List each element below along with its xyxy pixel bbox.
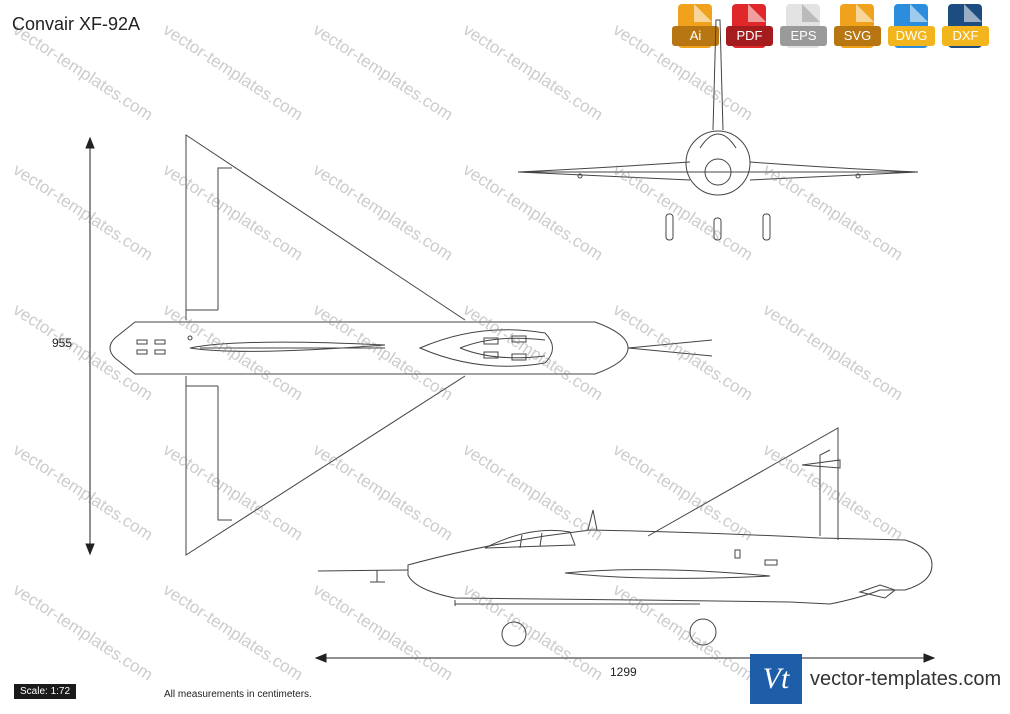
pdf-file-icon[interactable]: PDF [726, 4, 773, 54]
scale-badge: Scale: 1:72 [14, 684, 77, 699]
svg-file-icon[interactable]: SVG [834, 4, 881, 54]
format-label: SVG [834, 26, 881, 46]
ai-file-icon[interactable]: Ai [672, 4, 719, 54]
brand-logo-icon: Vt [750, 654, 802, 704]
height-dimension-label: 955 [52, 336, 73, 350]
format-icons: Ai PDF EPS SVG DWG DXF [672, 4, 989, 54]
top-view [109, 134, 713, 556]
eps-file-icon[interactable]: EPS [780, 4, 827, 54]
page-title: Convair XF-92A [12, 14, 141, 34]
front-view [517, 19, 919, 241]
format-label: EPS [780, 26, 827, 46]
dwg-file-icon[interactable]: DWG [888, 4, 935, 54]
format-label: Ai [672, 26, 719, 46]
brand[interactable]: Vt vector-templates.com [750, 654, 1001, 704]
brand-site-link[interactable]: vector-templates.com [810, 667, 1002, 690]
format-label: DWG [888, 26, 935, 46]
format-label: PDF [726, 26, 773, 46]
measurement-note: All measurements in centimeters. [164, 689, 312, 700]
side-view [317, 427, 933, 647]
format-label: DXF [942, 26, 989, 46]
length-dimension-label: 1299 [610, 665, 637, 679]
dimension-lines [85, 136, 936, 663]
dxf-file-icon[interactable]: DXF [942, 4, 989, 54]
